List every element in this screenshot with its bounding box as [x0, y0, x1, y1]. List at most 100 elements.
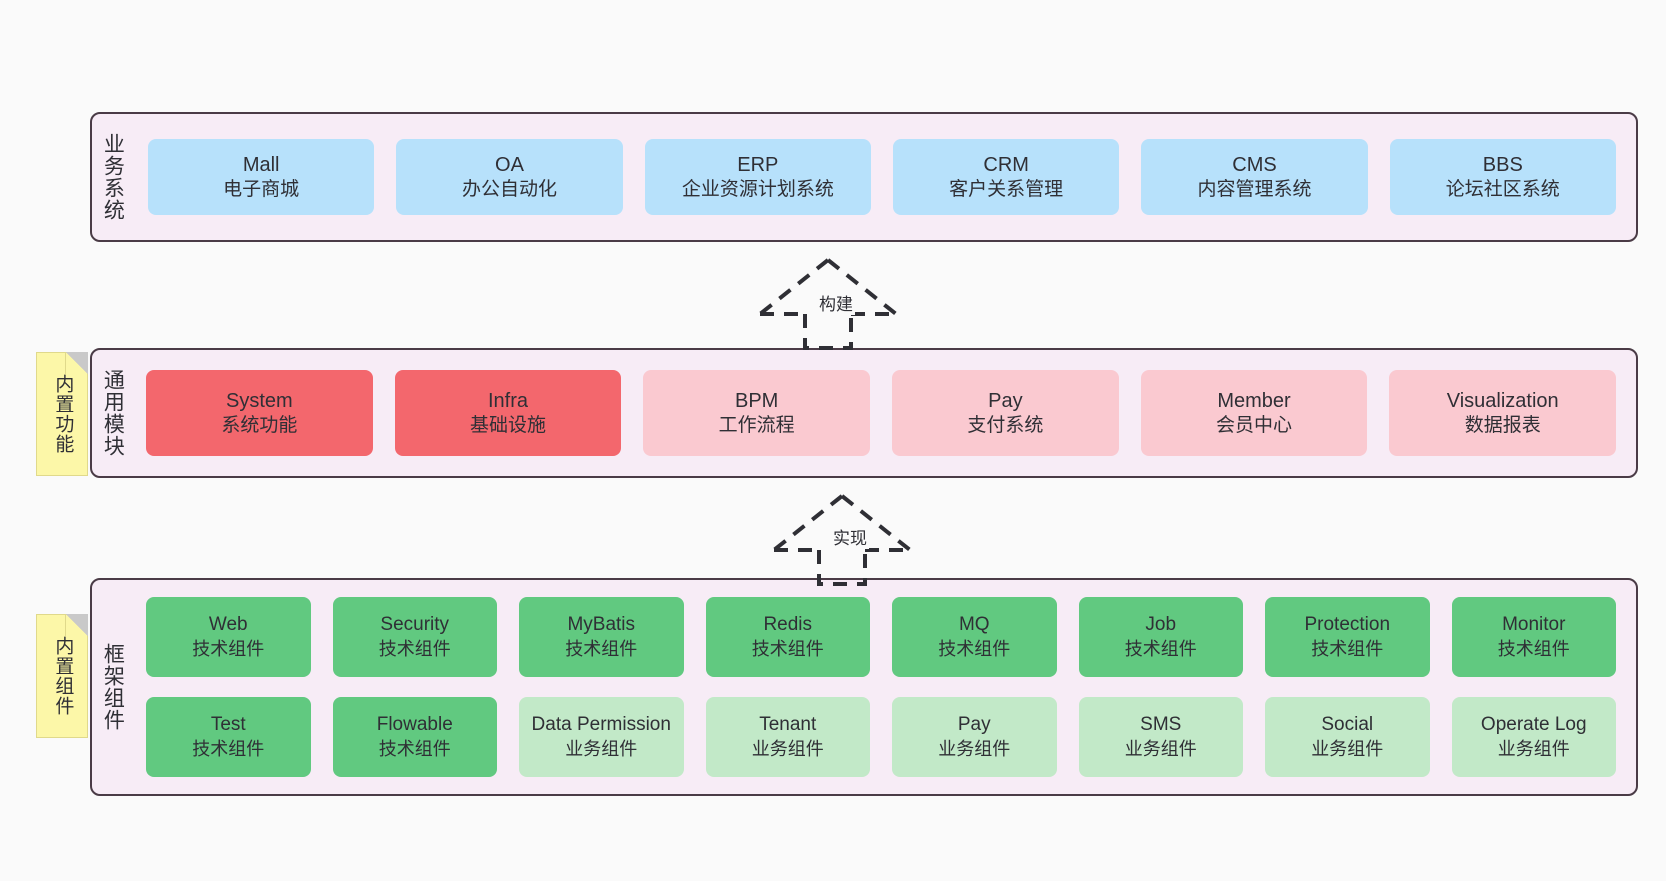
card-title: Data Permission: [531, 713, 671, 735]
card-data-permission[interactable]: Data Permission 业务组件: [519, 697, 684, 777]
card-web[interactable]: Web 技术组件: [146, 597, 311, 677]
card-infra[interactable]: Infra 基础设施: [394, 370, 622, 456]
card-title: OA: [495, 153, 524, 176]
layer-title-business-systems: 业务系统: [101, 133, 125, 221]
layer-body-business-systems: Mall 电子商城 OA 办公自动化 ERP 企业资源计划系统 CRM 客户关系…: [132, 114, 1636, 240]
card-subtitle: 业务组件: [565, 738, 638, 759]
layer-framework-components: 框架组件 Web 技术组件 Security 技术组件 MyBatis 技术组件…: [90, 578, 1638, 796]
card-subtitle: 基础设施: [470, 414, 547, 436]
card-title: Tenant: [759, 713, 817, 735]
card-test[interactable]: Test 技术组件: [146, 697, 311, 777]
note-label: 内置功能: [52, 374, 74, 454]
card-subtitle: 技术组件: [192, 638, 265, 659]
card-subtitle: 技术组件: [378, 738, 451, 759]
card-subtitle: 技术组件: [938, 638, 1011, 659]
card-cms[interactable]: CMS 内容管理系统: [1141, 139, 1368, 215]
note-built-in-functions: 内置功能: [36, 352, 88, 476]
card-title: Monitor: [1502, 613, 1566, 635]
card-title: Visualization: [1446, 389, 1559, 412]
card-row: Mall 电子商城 OA 办公自动化 ERP 企业资源计划系统 CRM 客户关系…: [148, 139, 1616, 215]
card-title: Redis: [763, 613, 813, 635]
card-social[interactable]: Social 业务组件: [1265, 697, 1430, 777]
card-title: Member: [1217, 389, 1291, 412]
card-subtitle: 客户关系管理: [949, 178, 1064, 200]
card-subtitle: 技术组件: [1311, 638, 1384, 659]
connector-implement-label: 实现: [831, 524, 869, 549]
card-bbs[interactable]: BBS 论坛社区系统: [1389, 139, 1616, 215]
card-title: Web: [208, 613, 248, 635]
card-title: Infra: [487, 389, 529, 412]
card-title: ERP: [737, 153, 779, 176]
card-sms[interactable]: SMS 业务组件: [1078, 697, 1243, 777]
card-subtitle: 电子商城: [223, 178, 300, 200]
card-subtitle: 数据报表: [1464, 414, 1541, 436]
card-system[interactable]: System 系统功能: [146, 370, 373, 456]
card-subtitle: 技术组件: [1497, 638, 1570, 659]
card-subtitle: 业务组件: [1497, 738, 1570, 759]
card-row: Test 技术组件 Flowable 技术组件 Data Permission …: [146, 697, 1616, 777]
card-subtitle: 办公自动化: [461, 178, 557, 200]
connector-build-label: 构建: [817, 290, 855, 315]
card-title: BPM: [735, 389, 779, 412]
card-pay-component[interactable]: Pay 业务组件: [892, 697, 1057, 777]
card-mybatis[interactable]: MyBatis 技术组件: [519, 597, 684, 677]
card-tenant[interactable]: Tenant 业务组件: [705, 697, 870, 777]
card-subtitle: 技术组件: [751, 638, 824, 659]
card-subtitle: 系统功能: [221, 414, 298, 436]
layer-title-framework-components: 框架组件: [101, 643, 125, 731]
card-row: System 系统功能 Infra 基础设施 BPM 工作流程 Pay 支付系统…: [146, 370, 1617, 456]
card-monitor[interactable]: Monitor 技术组件: [1451, 597, 1616, 677]
card-title: MQ: [958, 613, 990, 635]
note-built-in-components: 内置组件: [36, 614, 88, 738]
layer-business-systems: 业务系统 Mall 电子商城 OA 办公自动化 ERP 企业资源计划系统 CRM…: [90, 112, 1638, 242]
card-operate-log[interactable]: Operate Log 业务组件: [1451, 697, 1616, 777]
card-visualization[interactable]: Visualization 数据报表: [1389, 370, 1617, 456]
card-subtitle: 业务组件: [1124, 738, 1197, 759]
layer-body-common-modules: System 系统功能 Infra 基础设施 BPM 工作流程 Pay 支付系统…: [132, 350, 1636, 476]
card-title: Protection: [1304, 613, 1391, 635]
card-title: Job: [1145, 613, 1177, 635]
card-title: Pay: [957, 713, 991, 735]
card-protection[interactable]: Protection 技术组件: [1265, 597, 1430, 677]
card-redis[interactable]: Redis 技术组件: [705, 597, 870, 677]
card-title: Mall: [242, 153, 280, 176]
card-erp[interactable]: ERP 企业资源计划系统: [644, 139, 871, 215]
card-subtitle: 技术组件: [378, 638, 451, 659]
card-subtitle: 业务组件: [751, 738, 824, 759]
card-security[interactable]: Security 技术组件: [332, 597, 497, 677]
card-title: Flowable: [376, 713, 453, 735]
card-title: Social: [1321, 713, 1374, 735]
card-title: System: [225, 389, 293, 412]
card-subtitle: 论坛社区系统: [1445, 178, 1560, 200]
card-subtitle: 业务组件: [1311, 738, 1384, 759]
card-subtitle: 业务组件: [938, 738, 1011, 759]
card-title: Security: [380, 613, 450, 635]
card-bpm[interactable]: BPM 工作流程: [643, 370, 871, 456]
card-subtitle: 工作流程: [718, 414, 795, 436]
card-title: Test: [210, 713, 246, 735]
card-title: CMS: [1232, 153, 1277, 176]
card-flowable[interactable]: Flowable 技术组件: [332, 697, 497, 777]
layer-body-framework-components: Web 技术组件 Security 技术组件 MyBatis 技术组件 Redi…: [132, 580, 1636, 794]
card-oa[interactable]: OA 办公自动化: [396, 139, 623, 215]
card-title: CRM: [983, 153, 1029, 176]
card-pay-module[interactable]: Pay 支付系统: [892, 370, 1119, 456]
card-member[interactable]: Member 会员中心: [1140, 370, 1368, 456]
card-job[interactable]: Job 技术组件: [1078, 597, 1243, 677]
card-row: Web 技术组件 Security 技术组件 MyBatis 技术组件 Redi…: [146, 597, 1616, 677]
card-title: MyBatis: [567, 613, 636, 635]
card-subtitle: 技术组件: [565, 638, 638, 659]
card-mq[interactable]: MQ 技术组件: [892, 597, 1057, 677]
card-title: BBS: [1482, 153, 1523, 176]
card-mall[interactable]: Mall 电子商城: [148, 139, 375, 215]
card-title: Pay: [988, 389, 1023, 412]
card-crm[interactable]: CRM 客户关系管理: [892, 139, 1120, 215]
card-subtitle: 支付系统: [967, 414, 1044, 436]
card-subtitle: 技术组件: [1124, 638, 1197, 659]
card-title: Operate Log: [1480, 713, 1587, 735]
layer-common-modules: 通用模块 System 系统功能 Infra 基础设施 BPM 工作流程 Pay…: [90, 348, 1638, 478]
card-title: SMS: [1140, 713, 1182, 735]
card-subtitle: 内容管理系统: [1197, 178, 1312, 200]
card-subtitle: 企业资源计划系统: [681, 178, 834, 200]
